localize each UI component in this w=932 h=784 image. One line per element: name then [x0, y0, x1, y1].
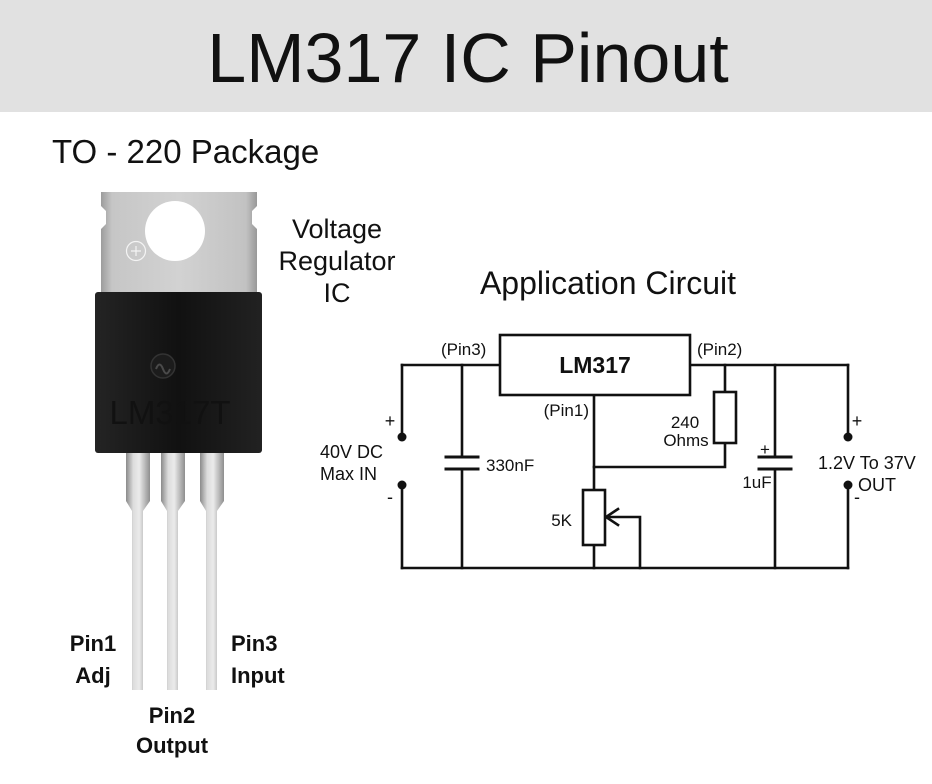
pin-2-function: Output	[136, 733, 209, 758]
output-capacitor-value: 1uF	[742, 473, 771, 492]
pin-3	[200, 453, 224, 690]
output-minus-terminal	[843, 480, 853, 490]
lm317-box	[498, 333, 692, 397]
pin2-label: (Pin2)	[697, 340, 742, 359]
pin-2-number: Pin2	[149, 703, 195, 728]
package-label: TO - 220 Package	[52, 133, 319, 170]
description-line-3: IC	[324, 278, 351, 308]
output-voltage: 1.2V To 37V	[818, 453, 916, 473]
output-minus-sign: -	[854, 487, 860, 507]
resistor-body	[712, 390, 738, 445]
input-plus-sign: +	[385, 411, 396, 431]
pin-1	[126, 453, 150, 690]
output-capacitor-plates	[757, 455, 793, 471]
input-voltage: 40V DC	[320, 442, 383, 462]
body-marking: LM317T	[109, 394, 230, 431]
pin-3-function: Input	[231, 663, 285, 688]
wires	[400, 333, 850, 570]
package-body-sheen	[95, 292, 262, 453]
output-plus-terminal	[843, 432, 853, 442]
description-line-2: Regulator	[278, 246, 395, 276]
header-band	[0, 0, 932, 112]
pin1-label: (Pin1)	[544, 401, 589, 420]
pin-1-number: Pin1	[70, 631, 116, 656]
output-plus-sign: +	[852, 411, 863, 431]
input-capacitor-plates	[444, 455, 480, 471]
potentiometer-value: 5K	[551, 511, 572, 530]
pin3-label: (Pin3)	[441, 340, 486, 359]
manufacturer-logo-icon	[150, 353, 176, 379]
potentiometer-wiper	[606, 515, 642, 570]
input-note: Max IN	[320, 464, 377, 484]
pin-1-function: Adj	[75, 663, 110, 688]
package-description: Voltage Regulator IC	[278, 214, 395, 308]
application-circuit: Application Circuit LM317 (Pi	[320, 265, 916, 570]
to220-package: TO - 220 Package LM317T Pin1 Adj Pin2 Ou…	[52, 133, 396, 758]
circled-plus-icon	[125, 240, 147, 262]
ic-label: LM317	[559, 352, 631, 378]
resistor-value: 240	[671, 413, 699, 432]
mounting-hole	[145, 201, 205, 261]
resistor-unit: Ohms	[663, 431, 708, 450]
pin-2	[161, 453, 185, 690]
input-plus-terminal	[397, 432, 407, 442]
output-capacitor-polarity: +	[760, 440, 770, 459]
header: LM317 IC Pinout	[0, 0, 932, 112]
input-minus-sign: -	[387, 487, 393, 507]
resistor-leads	[592, 363, 727, 469]
input-minus-terminal	[397, 480, 407, 490]
output-note: OUT	[858, 475, 896, 495]
description-line-1: Voltage	[292, 214, 382, 244]
circuit-title: Application Circuit	[480, 265, 736, 301]
potentiometer-body	[581, 488, 607, 547]
input-capacitor-value: 330nF	[486, 456, 534, 475]
pin-3-number: Pin3	[231, 631, 277, 656]
page-title: LM317 IC Pinout	[207, 19, 728, 97]
